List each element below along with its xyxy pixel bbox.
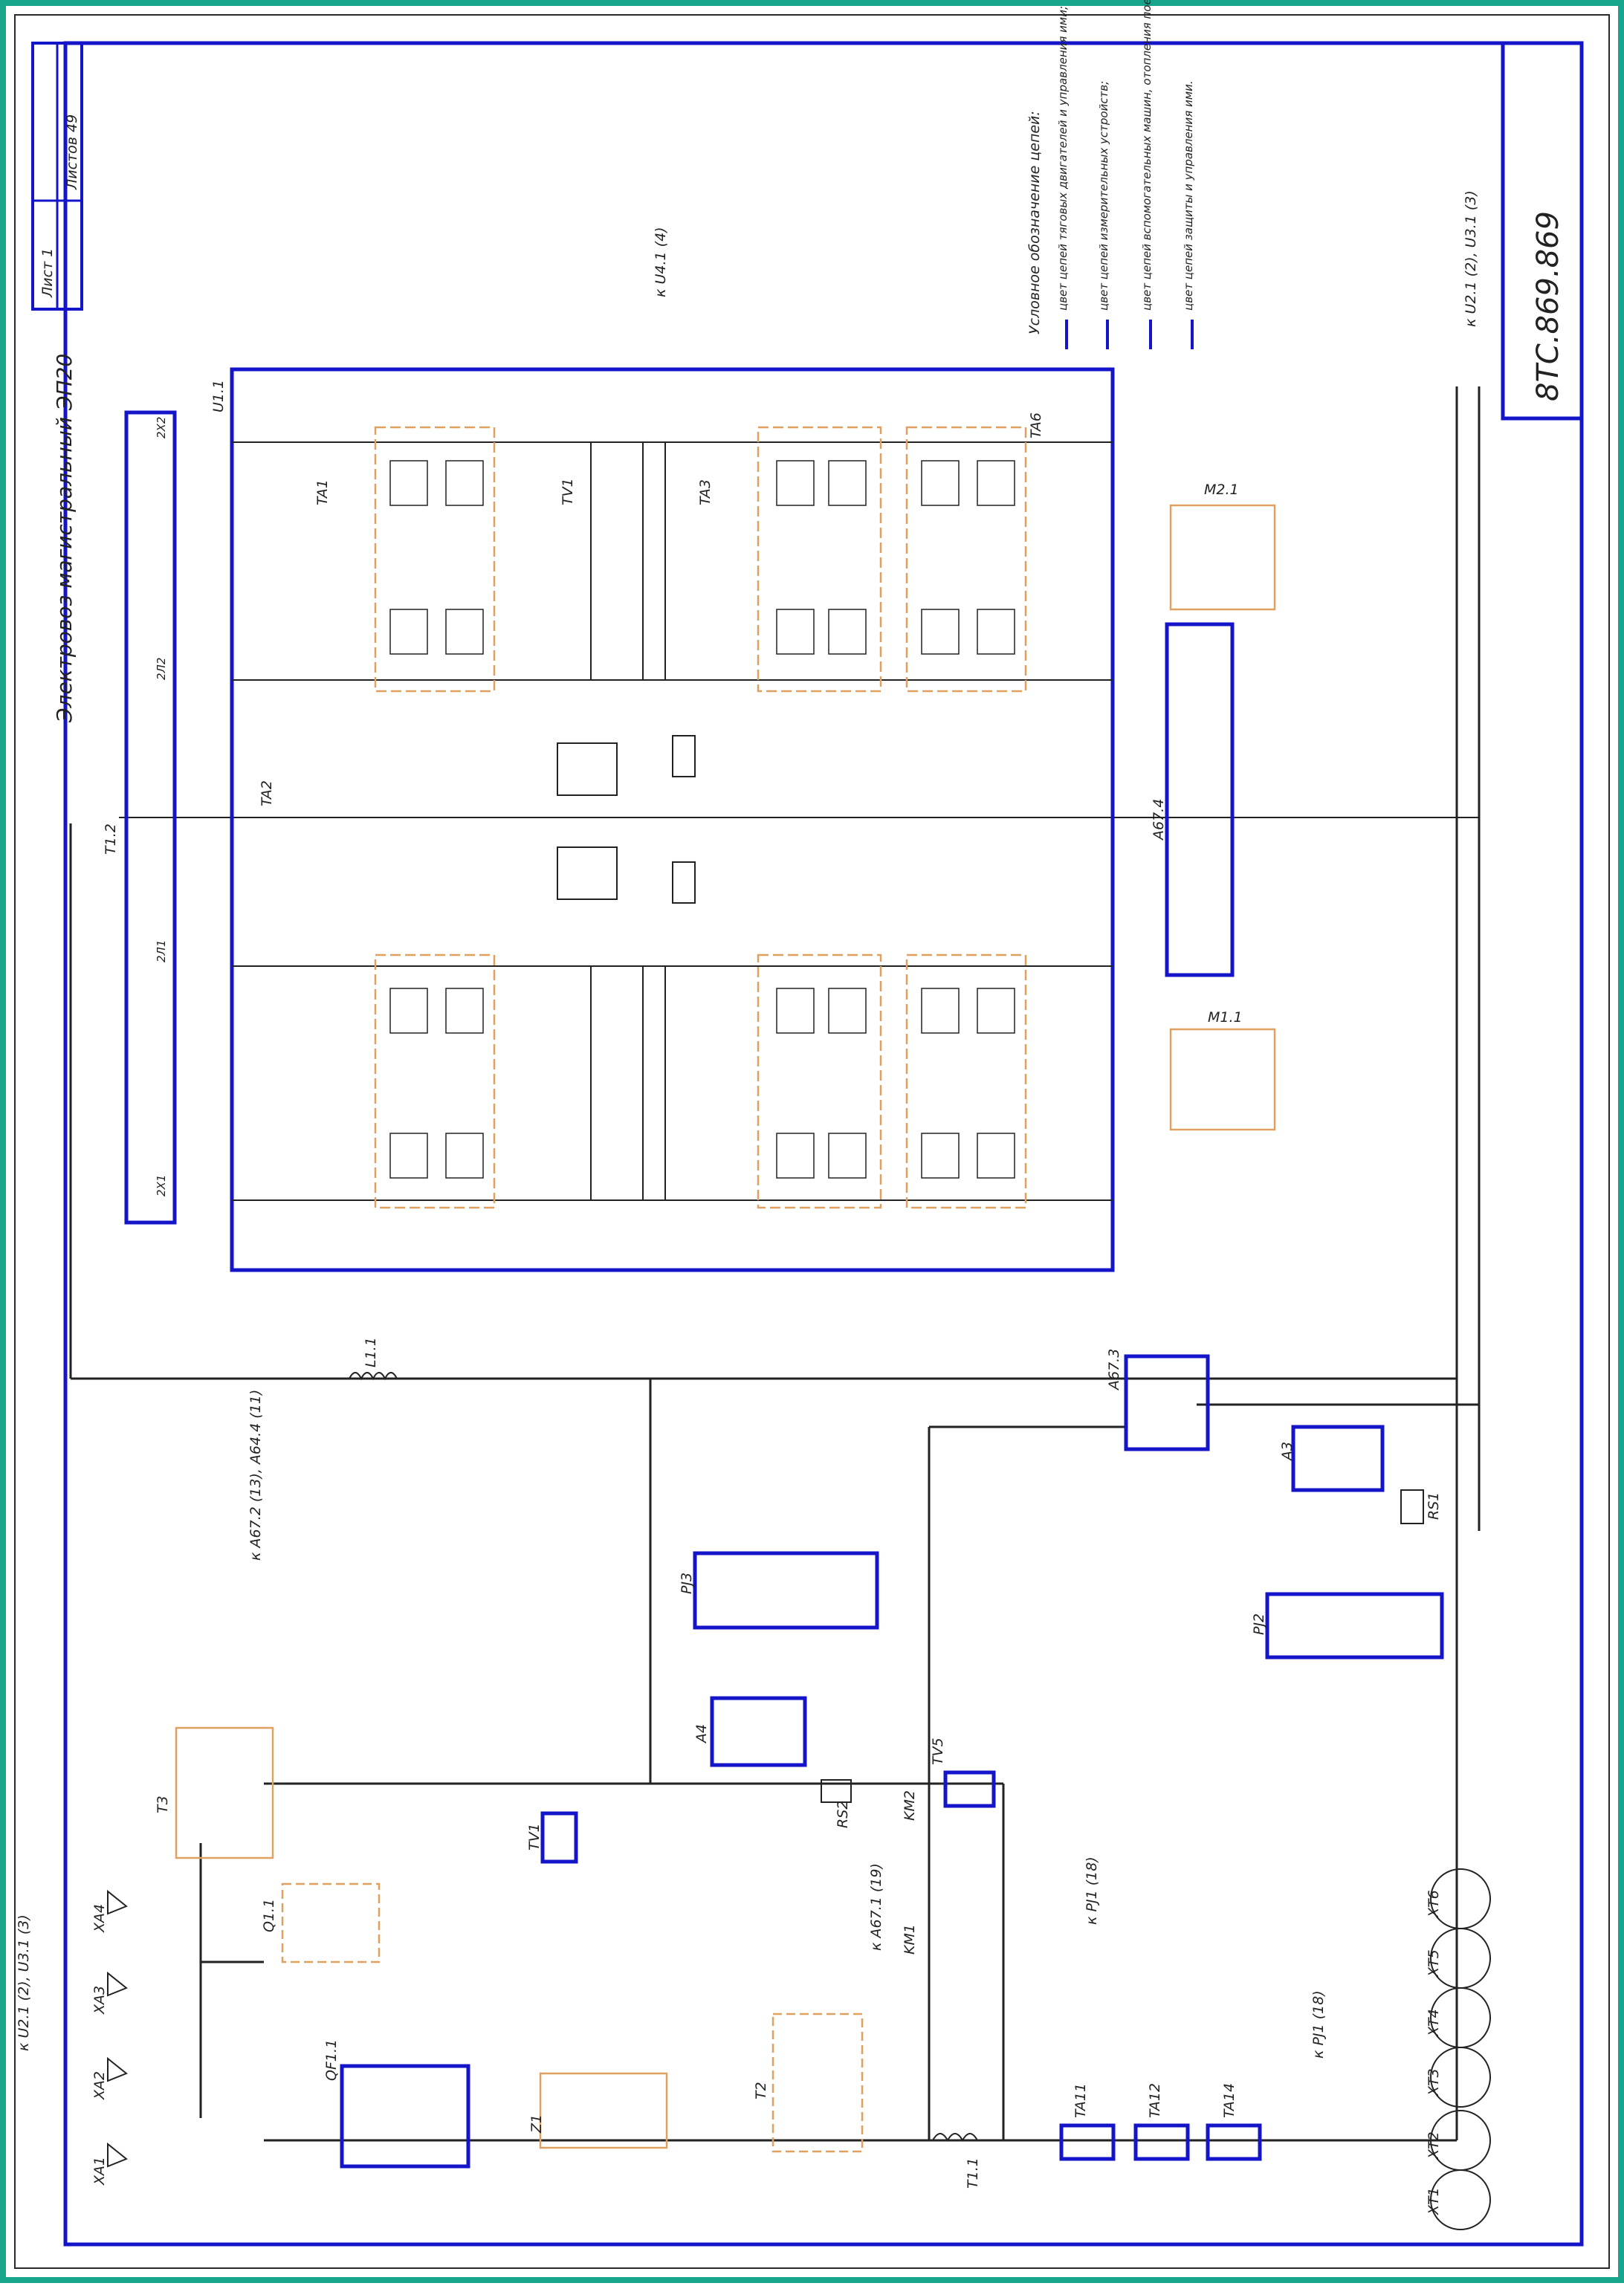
t11-label: T1.1	[965, 2157, 981, 2189]
ref-a671: к А67.1 (19)	[868, 1863, 884, 1951]
motor-m21-label: M2.1	[1204, 482, 1239, 498]
connector-row: XA1 XA2 XA3 XA4	[91, 1889, 128, 2186]
ground-xt6: XT6	[1426, 1890, 1442, 1918]
km2-label: KM2	[902, 1790, 918, 1821]
legend-item-2: цвет цепей измерительных устройств;	[1097, 81, 1110, 311]
ta14-label: TA14	[1221, 2083, 1238, 2118]
ground-xt2: XT2	[1426, 2131, 1442, 2160]
legend-item-4: цвет цепей защиты и управления ими.	[1182, 80, 1195, 311]
ta12-label: TA12	[1147, 2083, 1163, 2118]
legend-item-1: цвет цепей тяговых двигателей и управлен…	[1056, 6, 1070, 311]
t12-terminal-2x2: 2Х2	[155, 417, 168, 438]
a674-label: A67.4	[1151, 799, 1167, 841]
ref-top-left: к U2.1 (2), U3.1 (3)	[16, 1914, 32, 2051]
a4-block	[710, 1696, 807, 1767]
q11-label: Q1.1	[261, 1899, 277, 1932]
a673-label: A67.3	[1106, 1349, 1122, 1391]
ta11-block	[1059, 2123, 1116, 2161]
transformer-t12	[124, 410, 177, 1225]
t3-label: T3	[155, 1796, 171, 1813]
a674-block	[1165, 622, 1235, 977]
t12-terminal-2l2: 2Л2	[155, 658, 168, 680]
motor-m21-box	[1169, 504, 1276, 611]
ref-pj1-b: к PJ1 (18)	[1310, 1990, 1327, 2059]
doc-number: 8ТС.869.869	[1531, 211, 1565, 401]
wh-pj2-label: PJ2	[1251, 1613, 1267, 1635]
converter-part-ta1: TA1	[314, 479, 331, 505]
converter-part-ta2: TA2	[259, 780, 275, 806]
motor-m11-box	[1169, 1028, 1276, 1131]
page-title: Электровоз магистральный ЭП20	[52, 354, 77, 723]
z1-label: Z1	[528, 2114, 545, 2134]
ref-top-right: к U2.1 (2), U3.1 (3)	[1463, 190, 1479, 327]
qf11-block	[340, 2064, 470, 2169]
t12-terminal-2l1: 2Л1	[155, 940, 168, 962]
z1-box	[539, 2072, 668, 2149]
legend-header: Условное обозначение цепей:	[1026, 111, 1043, 334]
t3-box	[175, 1726, 274, 1859]
ground-xt3: XT3	[1426, 2068, 1442, 2096]
ref-u41: к U4.1 (4)	[653, 227, 669, 297]
t2-label: T2	[753, 2082, 769, 2099]
ground-row: XT1 XT2 XT3 XT4 XT5 XT6	[1426, 1868, 1491, 2230]
ta11-label: TA11	[1073, 2083, 1089, 2118]
reactor-label: L1.1	[363, 1337, 379, 1367]
connector-xa2: XA2	[91, 2071, 108, 2100]
transformer-t12-label: T1.2	[103, 823, 119, 855]
legend: Условное обозначение цепей: цвет цепей т…	[1026, 0, 1195, 349]
ground-xt5: XT5	[1426, 1949, 1442, 1978]
wh-meter-pj2	[1265, 1592, 1444, 1660]
tv1-block	[540, 1811, 578, 1864]
ta12-block	[1133, 2123, 1190, 2161]
converter-part-tv1: TV1	[560, 478, 576, 505]
a3-block	[1291, 1425, 1385, 1492]
ground-xt4: XT4	[1426, 2009, 1442, 2037]
converter-part-ta6: TA6	[1028, 412, 1044, 438]
tv5-label: TV5	[930, 1738, 946, 1765]
connector-xa3: XA3	[91, 1986, 108, 2015]
sheet-label: Лист 1	[39, 248, 56, 298]
motor-m11-label: M1.1	[1208, 1009, 1243, 1026]
converter-part-ta3: TA3	[697, 479, 714, 505]
a673-block	[1124, 1354, 1210, 1451]
tv1-label: TV1	[526, 1823, 543, 1851]
q11-box	[281, 1882, 381, 1963]
sheets-total-label: Листов 49	[64, 114, 80, 190]
rs2-label: RS2	[835, 1801, 851, 1828]
km1-label: KM1	[902, 1924, 918, 1955]
ground-xt1: XT1	[1426, 2187, 1442, 2215]
ref-a672: к А67.2 (13), А64.4 (11)	[248, 1390, 264, 1561]
title-block	[1501, 41, 1584, 421]
wh-meter-pj3	[693, 1551, 879, 1630]
connector-xa1: XA1	[91, 2157, 108, 2186]
converter-label: U1.1	[210, 380, 227, 412]
ref-pj1-a: к PJ1 (18)	[1084, 1856, 1100, 1925]
a3-label: A3	[1279, 1442, 1295, 1462]
legend-item-3: цвет цепей вспомогательных машин, отопле…	[1140, 0, 1154, 311]
rs1-label: RS1	[1426, 1492, 1442, 1520]
ta14-block	[1206, 2123, 1262, 2161]
connector-xa4: XA4	[91, 1904, 108, 1933]
a4-label: A4	[693, 1724, 710, 1744]
converter-u11: U1.1	[210, 367, 1276, 1272]
t12-terminal-2x1: 2Х1	[155, 1175, 168, 1197]
qf11-label: QF1.1	[323, 2039, 340, 2081]
tv5-block	[943, 1770, 996, 1808]
t2-box	[771, 2013, 864, 2153]
drawing-frame	[63, 41, 1584, 2247]
wh-pj3-label: PJ3	[679, 1573, 695, 1594]
